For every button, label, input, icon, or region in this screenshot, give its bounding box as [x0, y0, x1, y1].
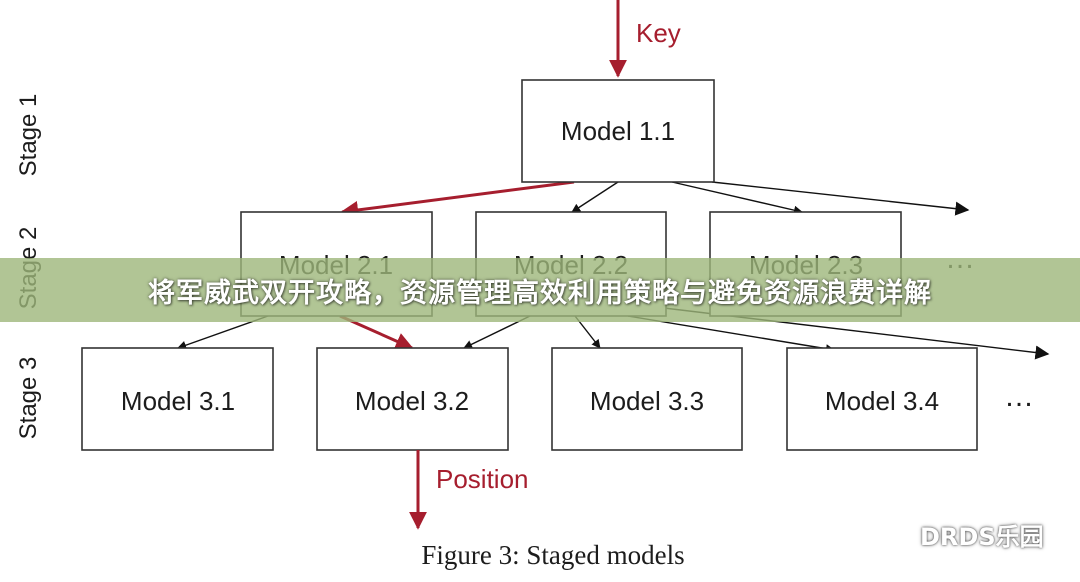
node-model-1-1-label: Model 1.1: [561, 116, 675, 146]
node-model-3-4: Model 3.4: [786, 347, 978, 451]
stage-3-label: Stage 3: [15, 357, 42, 440]
watermark: DRDS乐园: [870, 513, 1044, 555]
key-label: Key: [636, 18, 681, 48]
wechat-icon: [870, 516, 913, 551]
node-model-3-1: Model 3.1: [81, 347, 274, 451]
edge-m11-m21: [340, 180, 575, 219]
stage-3-ellipsis: …: [1004, 380, 1034, 413]
node-model-3-2-label: Model 3.2: [355, 386, 469, 416]
stage-1-label: Stage 1: [15, 94, 42, 177]
node-model-3-3: Model 3.3: [551, 347, 743, 451]
node-model-1-1: Model 1.1: [521, 79, 715, 183]
node-model-3-1-label: Model 3.1: [121, 386, 235, 416]
edge-m11-more: [711, 181, 970, 216]
edge-m11-m22: [571, 181, 619, 213]
node-model-3-4-label: Model 3.4: [825, 386, 939, 416]
watermark-text: DRDS乐园: [920, 522, 1044, 551]
banner-title: 将军威武双开攻略，资源管理高效利用策略与避免资源浪费详解: [148, 277, 932, 309]
figure-caption: Figure 3: Staged models: [421, 540, 684, 570]
title-banner: 将军威武双开攻略，资源管理高效利用策略与避免资源浪费详解: [0, 258, 1080, 322]
position-label: Position: [436, 464, 529, 494]
edge-m11-m23: [671, 181, 803, 215]
node-model-3-2: Model 3.2: [316, 347, 509, 451]
node-model-3-3-label: Model 3.3: [590, 386, 704, 416]
